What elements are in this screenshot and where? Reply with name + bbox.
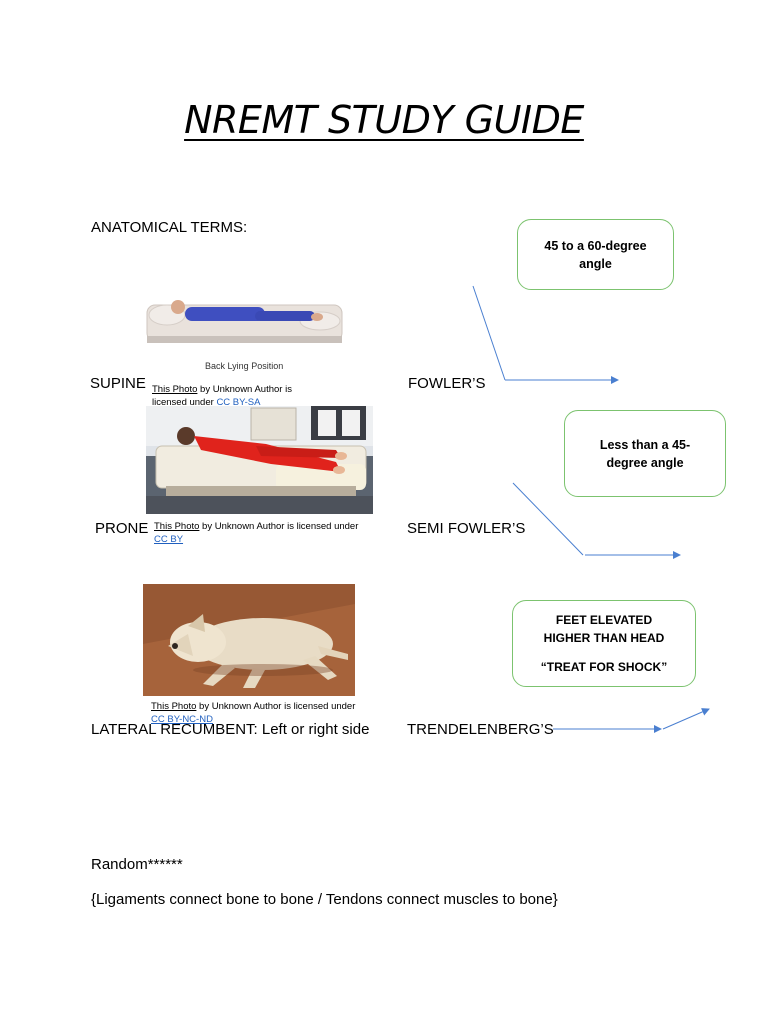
license-link[interactable]: CC BY [154,534,184,545]
supine-label: SUPINE [90,375,146,392]
lateral-recumbent-image [143,584,355,696]
treat-for-shock-text: “TREAT FOR SHOCK” [540,660,668,674]
prone-label: PRONE [95,520,149,537]
trendelenburg-label: TRENDELENBERG’S [407,721,554,738]
license-link[interactable]: CC BY-SA [216,397,261,407]
supine-image: Back Lying Position [145,291,345,376]
random-heading: Random****** [91,856,183,873]
fowlers-label: FOWLER’S [408,375,486,392]
photo-link[interactable]: This Photo [152,384,198,395]
photo-link[interactable]: This Photo [151,701,197,712]
back-lying-label: Back Lying Position [205,361,283,371]
section-heading: ANATOMICAL TERMS: [91,219,248,236]
lateral-recumbent-label: LATERAL RECUMBENT: Left or right side [91,721,370,738]
trendelenburg-arrow-up [662,708,710,730]
semi-fowlers-callout: Less than a 45-degree angle [564,410,726,497]
semi-fowlers-label: SEMI FOWLER’S [407,520,526,537]
semi-fowlers-arrow [512,482,584,556]
lateral-photo-credit: This Photo by Unknown Author is licensed… [151,701,356,725]
trendelenburg-callout: FEET ELEVATED HIGHER THAN HEAD “TREAT FO… [512,600,696,687]
page-title: NREMT STUDY GUIDE [184,98,584,142]
random-note: {Ligaments connect bone to bone / Tendon… [91,891,558,908]
prone-photo-credit: This Photo by Unknown Author is licensed… [154,521,359,545]
supine-photo-credit: This Photo by Unknown Author is licensed… [152,384,292,407]
fowlers-arrow [472,285,506,381]
trendelenburg-callout-text: FEET ELEVATED HIGHER THAN HEAD [543,613,665,645]
prone-image [146,406,373,514]
semi-fowlers-callout-text: Less than a 45-degree angle [599,437,691,470]
photo-link[interactable]: This Photo [154,521,200,532]
license-link[interactable]: CC BY-NC-ND [151,714,213,725]
fowlers-callout-text: 45 to a 60-degree angle [544,238,647,271]
fowlers-callout: 45 to a 60-degree angle [517,219,674,290]
